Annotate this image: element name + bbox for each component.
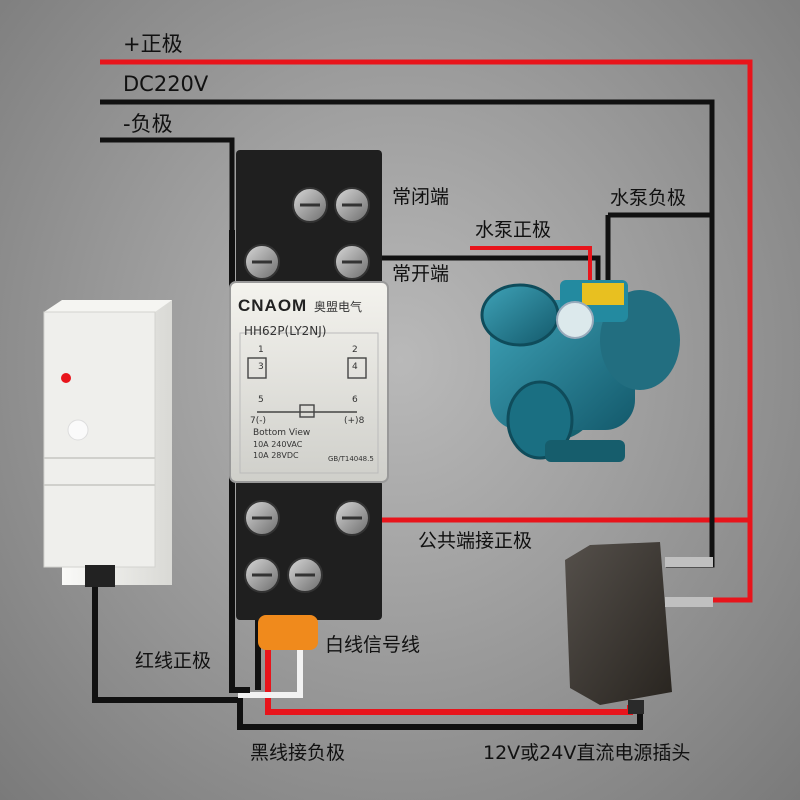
pump-positive-label: 水泵正极: [475, 219, 552, 241]
relay-standard: GB/T14048.5: [328, 455, 374, 463]
water-pump: [480, 280, 680, 462]
relay-pin-label: 4: [352, 362, 358, 372]
common-terminal-label: 公共端接正极: [418, 530, 533, 552]
relay-view-label: Bottom View: [253, 428, 311, 438]
relay-rating-ac: 10A 240VAC: [253, 440, 303, 449]
voltage-label: DC220V: [123, 72, 209, 96]
relay-brand-cn: 奥盟电气: [314, 300, 363, 314]
relay-brand: CNAOM: [238, 296, 308, 315]
relay-rating-dc: 10A 28VDC: [253, 451, 299, 460]
relay-cover: [229, 281, 389, 483]
relay-model: HH62P(LY2NJ): [244, 324, 327, 338]
power-adapter: [565, 542, 713, 714]
white-wire-label: 白线信号线: [325, 634, 421, 656]
relay-pin-label: 2: [352, 345, 358, 355]
relay-pin-label: (+)8: [344, 416, 365, 426]
negative-label: -负极: [123, 112, 173, 136]
relay-pin-label: 1: [258, 345, 264, 355]
relay-pin-label: 7(-): [250, 416, 266, 426]
pump-negative-label: 水泵负极: [610, 187, 687, 209]
black-wire-label: 黑线接负极: [250, 742, 346, 764]
positive-label: +正极: [123, 32, 183, 56]
level-sensor: [43, 300, 172, 587]
relay-pin-label: 6: [352, 395, 358, 405]
nc-terminal-label: 常闭端: [392, 186, 450, 208]
no-terminal-label: 常开端: [392, 263, 450, 285]
relay-screws: [244, 187, 370, 593]
red-wire-label: 红线正极: [135, 650, 212, 672]
adapter-label: 12V或24V直流电源插头: [483, 742, 691, 764]
red-main-wire: [100, 59, 753, 603]
pump-positive-wire: [470, 246, 592, 285]
indicator-light-icon: [61, 373, 71, 383]
relay-pin-label: 3: [258, 362, 264, 372]
relay-pin-label: 5: [258, 395, 264, 405]
